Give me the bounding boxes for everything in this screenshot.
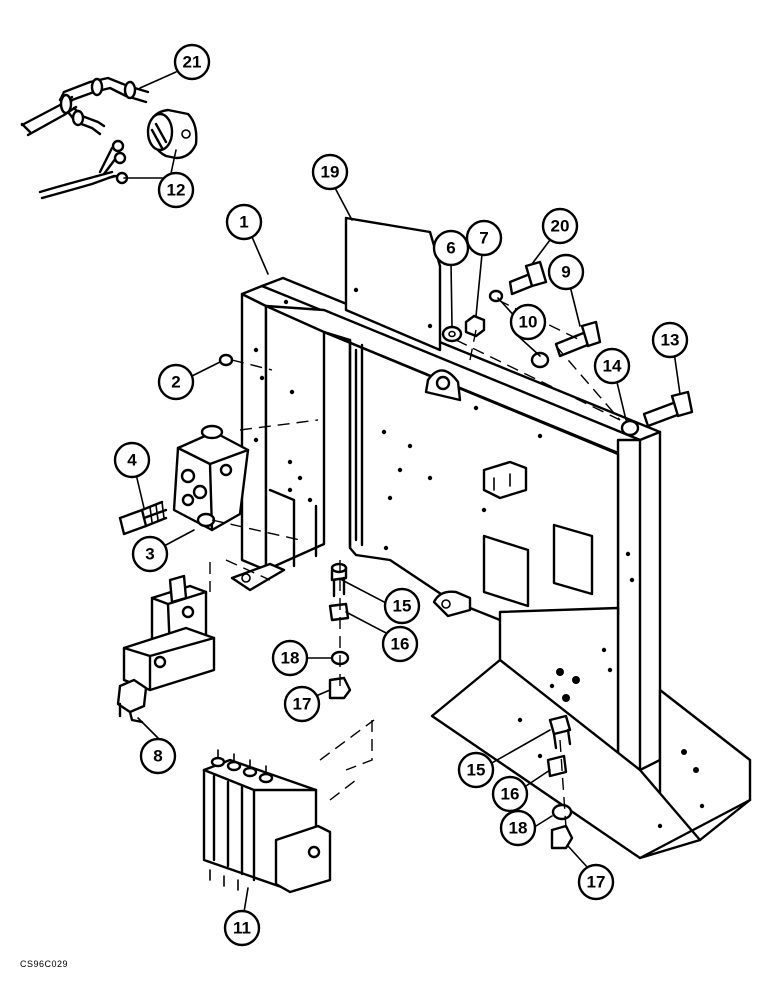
callout-17b: 17 (577, 863, 615, 901)
svg-text:2: 2 (171, 373, 180, 392)
callout-16: 16 (381, 625, 419, 663)
svg-text:16: 16 (391, 635, 410, 654)
svg-text:21: 21 (183, 53, 202, 72)
callout-3: 3 (131, 535, 169, 573)
svg-text:10: 10 (519, 313, 538, 332)
callout-11: 11 (223, 909, 261, 947)
alignment-lines (209, 299, 621, 829)
callout-17: 17 (283, 685, 321, 723)
svg-text:15: 15 (467, 761, 486, 780)
callout-14: 14 (593, 347, 631, 385)
svg-text:8: 8 (153, 747, 162, 766)
callout-8: 8 (139, 737, 177, 775)
leader-lines (123, 71, 681, 913)
cover-plate (344, 216, 442, 352)
svg-text:17: 17 (293, 695, 312, 714)
callout-21: 21 (173, 43, 211, 81)
callout-18: 18 (271, 639, 309, 677)
svg-text:18: 18 (281, 649, 300, 668)
svg-text:9: 9 (561, 263, 570, 282)
svg-text:12: 12 (167, 181, 186, 200)
svg-text:4: 4 (127, 451, 137, 470)
svg-text:17: 17 (587, 873, 606, 892)
svg-text:20: 20 (551, 217, 570, 236)
callout-7: 7 (465, 219, 503, 257)
callout-15b: 15 (457, 751, 495, 789)
callout-4: 4 (113, 441, 151, 479)
callout-12: 12 (157, 171, 195, 209)
svg-text:7: 7 (479, 229, 488, 248)
callout-13: 13 (651, 321, 689, 359)
callout-15: 15 (383, 587, 421, 625)
svg-text:16: 16 (501, 785, 520, 804)
callout-1: 1 (225, 203, 263, 241)
callout-20: 20 (541, 207, 579, 245)
callout-18b: 18 (499, 809, 537, 847)
callout-10: 10 (509, 303, 547, 341)
svg-text:11: 11 (233, 919, 251, 938)
svg-text:1: 1 (239, 213, 248, 232)
main-frame (230, 276, 752, 860)
svg-text:3: 3 (145, 545, 154, 564)
control-valve-bank (202, 749, 332, 894)
svg-text:15: 15 (393, 597, 412, 616)
svg-text:19: 19 (321, 163, 340, 182)
svg-text:18: 18 (509, 819, 528, 838)
callout-19: 19 (311, 153, 349, 191)
hose-assembly (20, 76, 150, 137)
svg-text:14: 14 (603, 357, 622, 376)
solenoid-valve (116, 574, 216, 724)
drawing-code: CS96C029 (20, 959, 69, 969)
switch-and-wires (38, 108, 198, 200)
valve-body (172, 424, 250, 532)
callout-9: 9 (547, 253, 585, 291)
callout-2: 2 (157, 363, 195, 401)
callout-6: 6 (432, 229, 470, 267)
callout-16b: 16 (491, 775, 529, 813)
svg-text:13: 13 (661, 331, 680, 350)
svg-text:6: 6 (446, 239, 455, 258)
